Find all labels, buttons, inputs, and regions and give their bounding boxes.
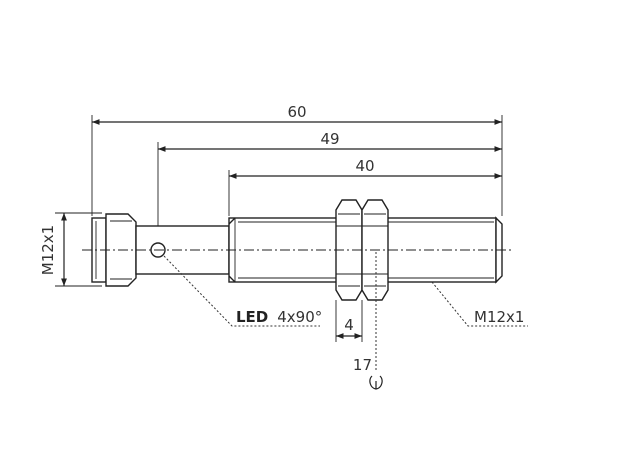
dimension-label-40: 40 (355, 157, 374, 175)
thread-leader-line (431, 281, 528, 327)
led-label: LED 4x90° (236, 308, 322, 326)
wrench-size-label: 17 (353, 356, 372, 374)
nut-thickness-label: 4 (344, 316, 354, 334)
led-spec: 4x90° (277, 308, 322, 326)
body-thread-label: M12x1 (474, 308, 524, 326)
connector-thread-label: M12x1 (39, 225, 57, 275)
dimension-label-60: 60 (287, 103, 306, 121)
led-leader-line (163, 255, 320, 327)
led-label-bold: LED (236, 308, 268, 326)
sensor-body (91, 199, 503, 301)
dimension-label-49: 49 (320, 130, 339, 148)
wrench-icon (369, 375, 383, 390)
